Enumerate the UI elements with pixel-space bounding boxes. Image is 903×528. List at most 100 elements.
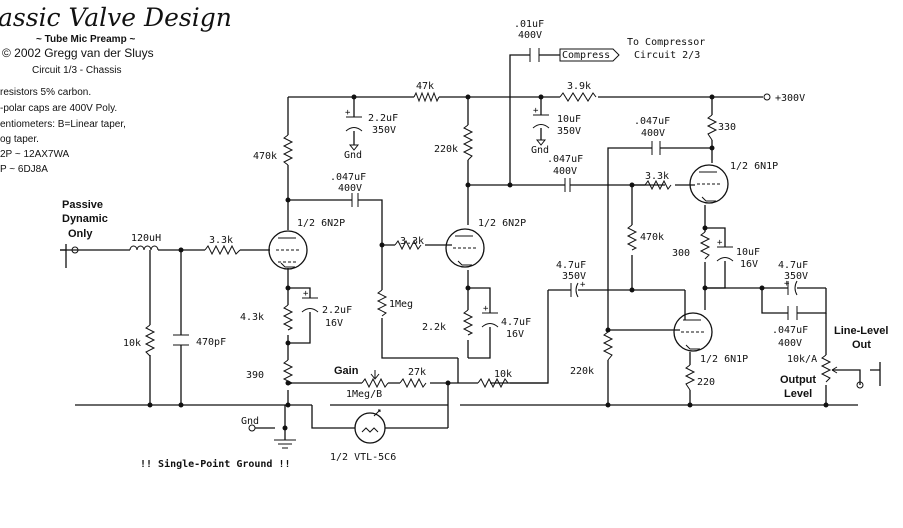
comp-cap-value: .01uF <box>514 19 544 30</box>
capacitor-c-k3 <box>716 246 734 262</box>
label-c-out2-val: .047uF <box>772 325 808 336</box>
label-c-dec1-val: 2.2uF <box>368 113 398 124</box>
gnd-cap1-label: Gnd <box>344 150 362 161</box>
note-line: P ~ 6DJ8A <box>0 164 48 175</box>
label-r-drop2: 3.9k <box>567 81 591 92</box>
svg-text:+: + <box>717 238 723 248</box>
input-jack <box>60 244 79 268</box>
label-c-dec2-val: 10uF <box>557 114 581 125</box>
output-level-label-2: Level <box>784 388 812 400</box>
resistor-r-drop2 <box>559 92 597 102</box>
ground-symbols <box>274 139 547 449</box>
resistor-r-plate2 <box>462 124 474 161</box>
label-l-in: 120uH <box>131 233 161 244</box>
vtl-label: 1/2 VTL-5C6 <box>330 452 396 463</box>
junction-dots <box>147 94 829 431</box>
label-r-fb: 27k <box>408 367 426 378</box>
input-label-3: Only <box>68 228 93 240</box>
label-c-coup1-volt: 400V <box>338 183 362 194</box>
gnd-cap2-label: Gnd <box>531 145 549 156</box>
label-r-plate1: 470k <box>253 151 277 162</box>
label-pot-out: 10k/A <box>787 354 817 365</box>
label-c-dec2-volt: 350V <box>557 126 581 137</box>
capacitors <box>173 48 798 346</box>
resistor-r-cath1a <box>282 304 294 331</box>
label-c-out1-volt: 350V <box>784 271 808 282</box>
resistor-r-in-shunt <box>144 324 156 357</box>
resistor-r-gridleak4 <box>602 331 614 361</box>
capacitor-c-fb2 <box>651 141 661 155</box>
circuit-label: Circuit 1/3 - Chassis <box>32 65 121 76</box>
gain-pot-wiper <box>370 370 380 380</box>
note-line: entiometers: B=Linear taper, <box>0 119 126 130</box>
svg-text:+: + <box>580 280 586 290</box>
input-label-1: Passive <box>62 199 103 211</box>
note-line: -polar caps are 400V Poly. <box>0 103 117 114</box>
gain-label: Gain <box>334 365 359 377</box>
resistor-r-10k-fb <box>477 377 509 389</box>
comp-cap-voltage: 400V <box>518 30 542 41</box>
capacitor-c-dec2 <box>532 114 550 129</box>
supply-terminal <box>763 93 771 101</box>
label-r-k4: 220 <box>697 377 715 388</box>
input-label-2: Dynamic <box>62 213 108 225</box>
label-c-coup3-val: 4.7uF <box>556 260 586 271</box>
tube-v2-label: 1/2 6N2P <box>478 218 526 229</box>
label-c-fb2-val: .047uF <box>634 116 670 127</box>
potentiometer-output <box>820 354 832 383</box>
label-r-grid2: 3.3k <box>400 236 424 247</box>
tube-v4 <box>673 312 713 352</box>
label-c-coup2-val: .047uF <box>547 154 583 165</box>
resistor-r-k3 <box>699 231 711 260</box>
capacitor-c-coup1 <box>351 193 359 207</box>
note-line: resistors 5% carbon. <box>0 87 91 98</box>
label-c-fb2-volt: 400V <box>641 128 665 139</box>
compressor-target-2: Circuit 2/3 <box>634 50 700 61</box>
output-label-1: Line-Level <box>834 325 888 337</box>
output-pot-arrow <box>831 366 838 374</box>
resistor-r-k4 <box>684 364 696 391</box>
label-c-cath2-val: 4.7uF <box>501 317 531 328</box>
note-line: og taper. <box>0 134 39 145</box>
resistor-r-grid3 <box>644 179 672 191</box>
label-r-plate2: 220k <box>434 144 458 155</box>
output-level-label-1: Output <box>780 374 816 386</box>
label-gain-pot: 1Meg/B <box>346 389 382 400</box>
label-c-coup3-volt: 350V <box>562 271 586 282</box>
label-c-k3-volt: 16V <box>740 259 758 270</box>
capacitor-c-cath1 <box>301 297 319 313</box>
capacitor-c-cath2 <box>481 312 499 328</box>
capacitor-c-coup2 <box>564 178 571 192</box>
copyright-text: © 2002 Gregg van der Sluys <box>2 46 154 60</box>
label-r-gridleak2: 1Meg <box>389 299 413 310</box>
label-r-k3: 300 <box>672 248 690 259</box>
label-c-dec1-volt: 350V <box>372 125 396 136</box>
label-c-cath1-volt: 16V <box>325 318 343 329</box>
svg-text:+: + <box>784 279 790 289</box>
label-r-bias3: 470k <box>640 232 664 243</box>
note-line: 2P ~ 12AX7WA <box>0 149 70 160</box>
label-r-cath2: 2.2k <box>422 322 446 333</box>
compress-port <box>559 48 620 62</box>
capacitor-c-coup3 <box>570 282 579 298</box>
label-c-out1-val: 4.7uF <box>778 260 808 271</box>
resistor-r-plate1 <box>282 134 294 166</box>
svg-text:+: + <box>533 106 539 116</box>
resistor-r-grid1 <box>204 244 241 256</box>
resistor-r-plate3 <box>706 114 718 141</box>
capacitor-c-out2 <box>787 306 798 320</box>
label-r-grid3: 3.3k <box>645 171 669 182</box>
gnd-left-label: Gnd <box>241 416 259 427</box>
label-c-cath2-volt: 16V <box>506 329 524 340</box>
tube-v4-label: 1/2 6N1P <box>700 354 748 365</box>
tube-v2 <box>445 228 485 268</box>
label-c-k3-val: 10uF <box>736 247 760 258</box>
tube-v1 <box>268 230 308 270</box>
label-c-coup1-val: .047uF <box>330 172 366 183</box>
svg-text:+: + <box>345 108 351 118</box>
design-title: assic Valve Design <box>0 3 232 32</box>
tube-v3-label: 1/2 6N1P <box>730 161 778 172</box>
supply-label: +300V <box>775 93 805 104</box>
capacitor-c-comp <box>529 48 540 62</box>
